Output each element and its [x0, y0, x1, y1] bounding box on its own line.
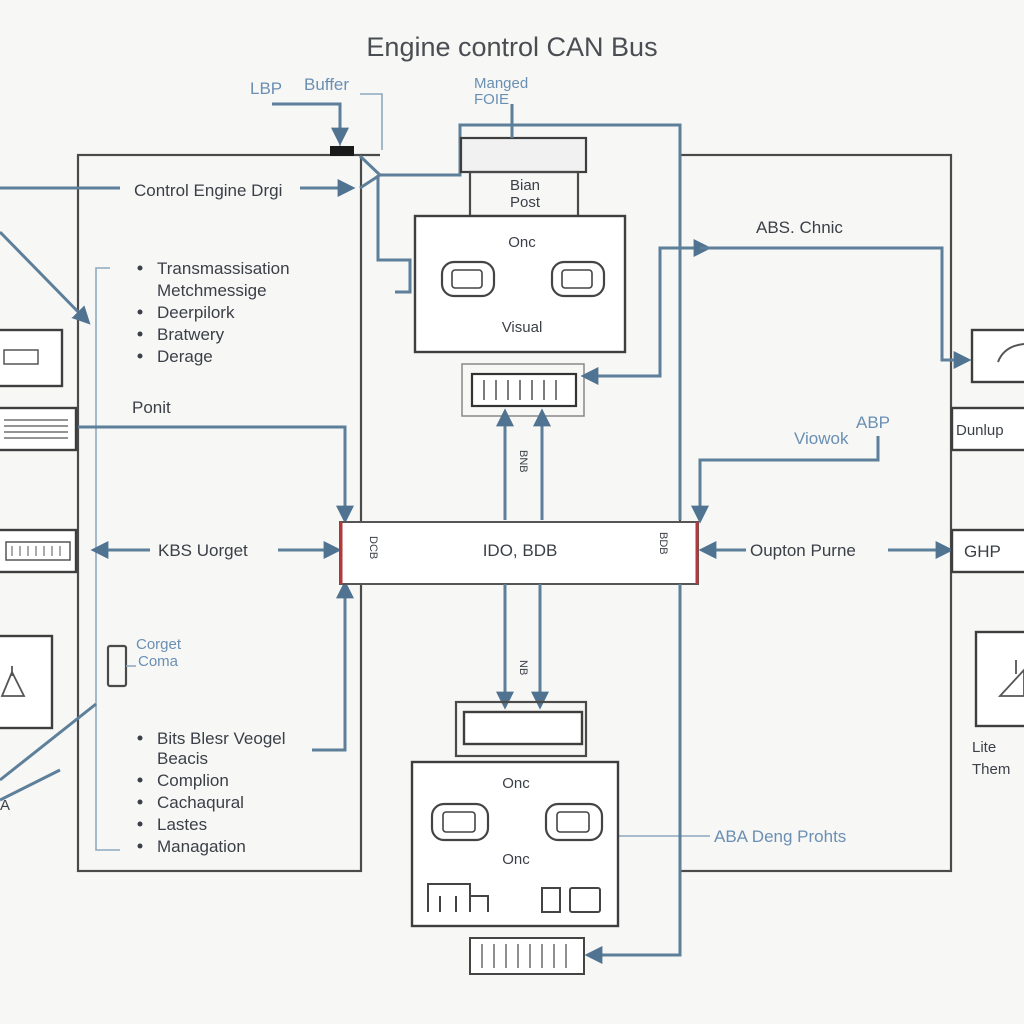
right-device-1 [970, 328, 1024, 384]
list-top-item: Deerpilork [157, 303, 235, 322]
top-sub-label: Post [510, 194, 541, 211]
aba-label: ABA Deng Prohts [714, 827, 846, 846]
sensor-icon [544, 802, 604, 842]
top-ecu-box [413, 214, 627, 354]
top-ecu-visual-label: Visual [502, 319, 543, 336]
right-device-4 [974, 630, 1024, 728]
left-edge-a: A [0, 797, 10, 814]
list-bottom-item: Beacis [157, 749, 208, 768]
list-bottom: Bits Blesr Veogel Beacis Complion Cachaq… [137, 729, 286, 856]
bits-wire [312, 580, 354, 752]
list-top-item: Metchmessige [157, 281, 267, 300]
top-module: Bian Post Onc Visual [413, 104, 627, 417]
list-bottom-item: Cachaqural [157, 793, 244, 812]
sensor-icon [440, 260, 496, 298]
top-sub-label: Bian [510, 177, 540, 194]
left-device-1 [0, 328, 64, 388]
bottom-return-wire [584, 584, 682, 964]
list-bottom-item: Lastes [157, 815, 207, 834]
bottom-ecu-box [410, 760, 620, 928]
bottom-ecu-mid-label: Onc [502, 851, 530, 868]
can-bus-bar: IDO, BDB DCB BDB [339, 521, 699, 585]
bus-right-vert-label: BDB [657, 532, 669, 555]
bottom-ecu-label: Onc [502, 775, 530, 792]
bus-down-vert-label: NB [517, 660, 529, 675]
bottom-connector-block [462, 710, 584, 746]
diagonal-wire-bottom-2 [0, 768, 61, 802]
corget-device-icon [106, 644, 128, 688]
list-bottom-item: Managation [157, 837, 246, 856]
valve-icon [541, 887, 561, 913]
list-bottom-item: Complion [157, 771, 229, 790]
left-list-bracket [95, 267, 120, 851]
buffer-lead [339, 93, 383, 150]
list-top: Transmassisation Metchmessige Deerpilork… [137, 259, 290, 366]
top-bus-wire [380, 123, 682, 520]
lbp-label: LBP [250, 79, 282, 98]
right-device-ghp: GHP [950, 528, 1024, 574]
can-bus-label: IDO, BDB [483, 541, 558, 560]
left-panel-frame [76, 153, 363, 873]
abs-right-wire [700, 246, 972, 369]
diagram-title: Engine control CAN Bus [366, 32, 657, 62]
buffer-label: Buffer [304, 75, 349, 94]
list-top-item: Transmassisation [157, 259, 290, 278]
sensor-icon [550, 260, 606, 298]
control-engine-label: Control Engine Drgi [134, 181, 282, 200]
bus-left-vert-label: DCB [367, 536, 379, 559]
diagonal-wire-bottom [0, 702, 97, 782]
top-connector-block [459, 136, 588, 174]
abp-label: ABP [856, 413, 890, 432]
oupton-label: Oupton Purne [750, 541, 856, 560]
foie-label: FOIE [474, 91, 509, 108]
abs-label: ABS. Chnic [756, 218, 843, 237]
diagonal-wire-top [0, 230, 91, 325]
bus-up-vert-label: BNB [517, 450, 529, 473]
left-module-wire [376, 175, 412, 294]
kbs-label: KBS Uorget [158, 541, 248, 560]
list-bottom-item: Bits Blesr Veogel [157, 729, 286, 748]
dunlup-label: Dunlup [956, 422, 1004, 439]
top-chip-icon [461, 363, 585, 417]
corget-label: Corget [136, 636, 182, 653]
list-top-item: Bratwery [157, 325, 225, 344]
manged-label: Manged [474, 75, 528, 92]
lite-label: Lite [972, 739, 996, 756]
ghp-label: GHP [964, 542, 1001, 561]
ponit-label: Ponit [132, 398, 171, 417]
left-device-4 [0, 634, 54, 730]
ponit-wire [78, 425, 354, 524]
left-device-3 [0, 528, 78, 574]
left-device-2 [0, 406, 78, 452]
list-top-item: Derage [157, 347, 213, 366]
coma-label: Coma [138, 653, 179, 670]
bottom-chip-icon [469, 937, 585, 975]
pump-icon [427, 883, 489, 912]
sensor-icon [430, 802, 490, 842]
module-icon [569, 887, 601, 913]
bottom-module: Onc Onc [410, 700, 620, 975]
lbp-wire [272, 102, 349, 146]
bottom-connector-frame [454, 700, 588, 758]
top-ecu-label: Onc [508, 234, 536, 251]
viowok-label: Viowok [794, 429, 849, 448]
them-label: Them [972, 761, 1010, 778]
right-device-dunlup: Dunlup [950, 406, 1024, 452]
right-panel-frame [678, 153, 953, 873]
abp-wire [691, 436, 880, 524]
buffer-connector [330, 146, 354, 156]
